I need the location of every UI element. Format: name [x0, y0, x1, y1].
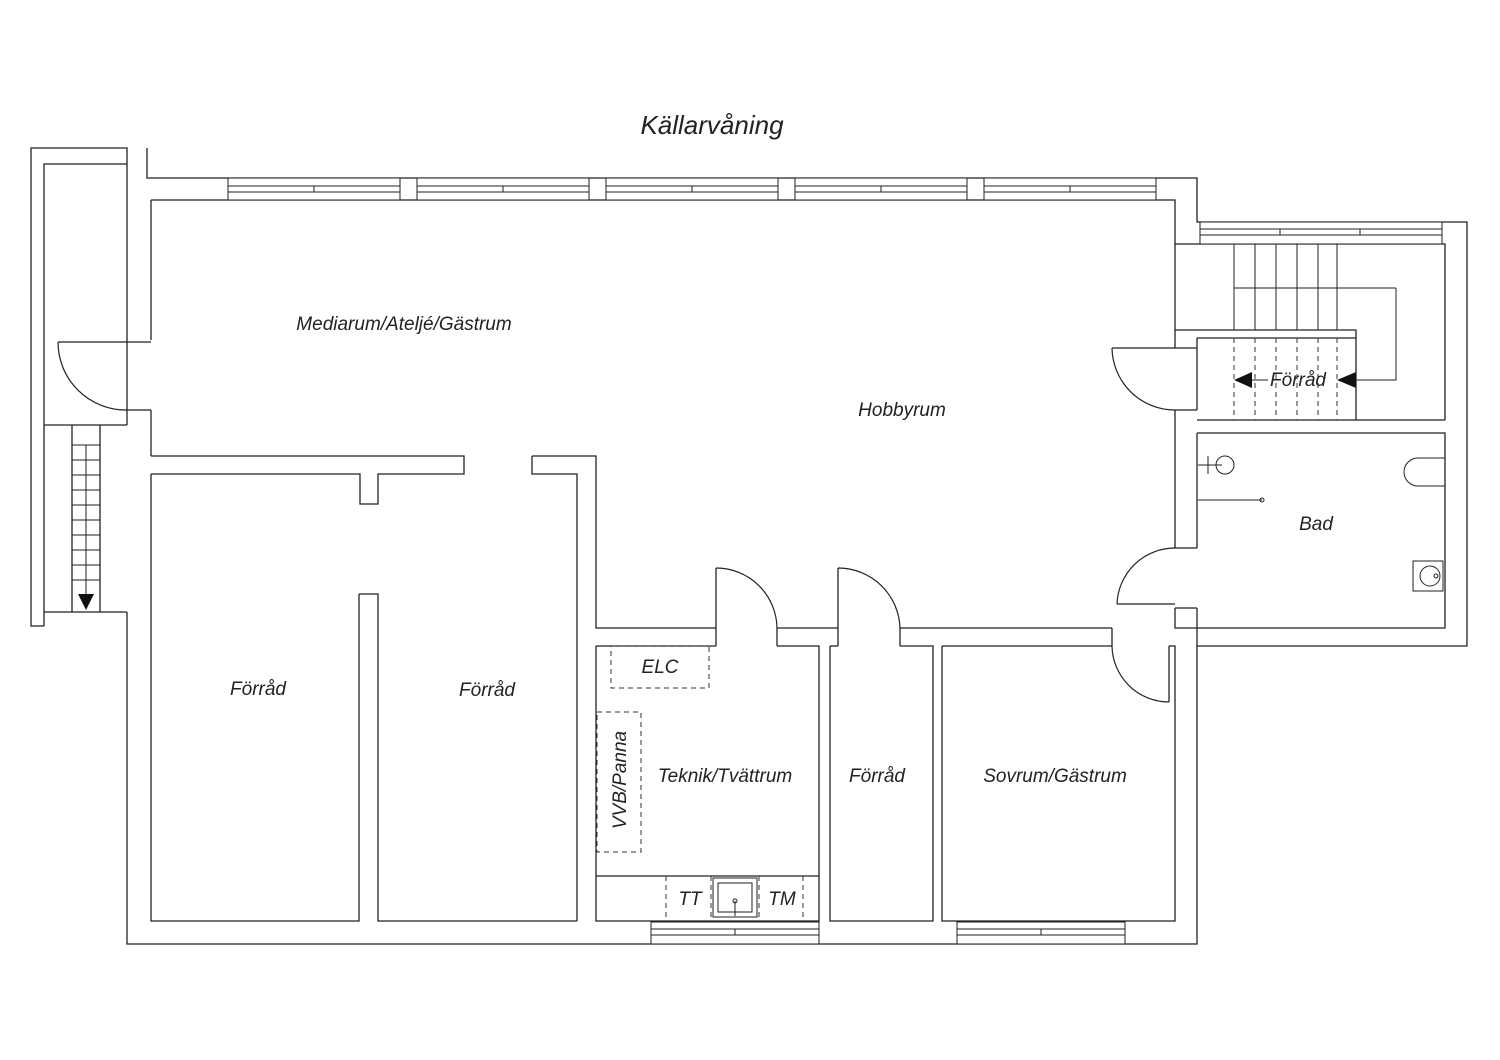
bathroom-fixtures: [1198, 455, 1445, 592]
label-sovrum: Sovrum/Gästrum: [983, 766, 1127, 787]
right-stair: [1233, 244, 1397, 420]
laundry-sink-icon: [712, 877, 758, 918]
left-stair: [72, 444, 100, 610]
door-bad[interactable]: [1116, 547, 1197, 609]
label-tt: TT: [678, 889, 703, 910]
stair-arrow-down-icon: [78, 594, 94, 610]
stair-arrow-left-icon-2: [1337, 372, 1356, 388]
bottom-windows: [650, 921, 1126, 945]
door-stair-left[interactable]: [57, 341, 151, 411]
label-forrad-1: Förråd: [230, 679, 287, 700]
label-forrad-3: Förråd: [849, 766, 906, 787]
door-hobby-storage[interactable]: [1111, 347, 1198, 411]
label-mediarum: Mediarum/Ateljé/Gästrum: [296, 314, 511, 335]
door-forrad-small[interactable]: [837, 567, 901, 646]
teknik-fixtures: [596, 645, 804, 921]
top-windows: [227, 177, 1443, 245]
label-bad: Bad: [1299, 514, 1334, 535]
door-sovrum[interactable]: [1111, 628, 1170, 703]
door-teknik[interactable]: [715, 567, 778, 646]
label-forrad-stair: Förråd: [1270, 370, 1327, 391]
label-hobbyrum: Hobbyrum: [858, 400, 946, 421]
interior-walls: [150, 329, 1446, 922]
stair-arrow-left-icon: [1234, 372, 1252, 388]
label-vvb: VVB/Panna: [610, 731, 631, 829]
label-tm: TM: [768, 889, 796, 910]
fixture-labels: ELC VVB/Panna TT TM: [610, 657, 796, 910]
label-forrad-2: Förråd: [459, 680, 516, 701]
outer-walls: [30, 147, 1468, 945]
toilet-icon: [1403, 457, 1445, 487]
sink-icon: [1412, 560, 1444, 592]
plan-title: Källarvåning: [640, 110, 784, 140]
label-elc: ELC: [642, 657, 679, 678]
label-teknik: Teknik/Tvättrum: [658, 766, 792, 787]
room-labels: Mediarum/Ateljé/Gästrum Hobbyrum Förråd …: [230, 314, 1334, 787]
